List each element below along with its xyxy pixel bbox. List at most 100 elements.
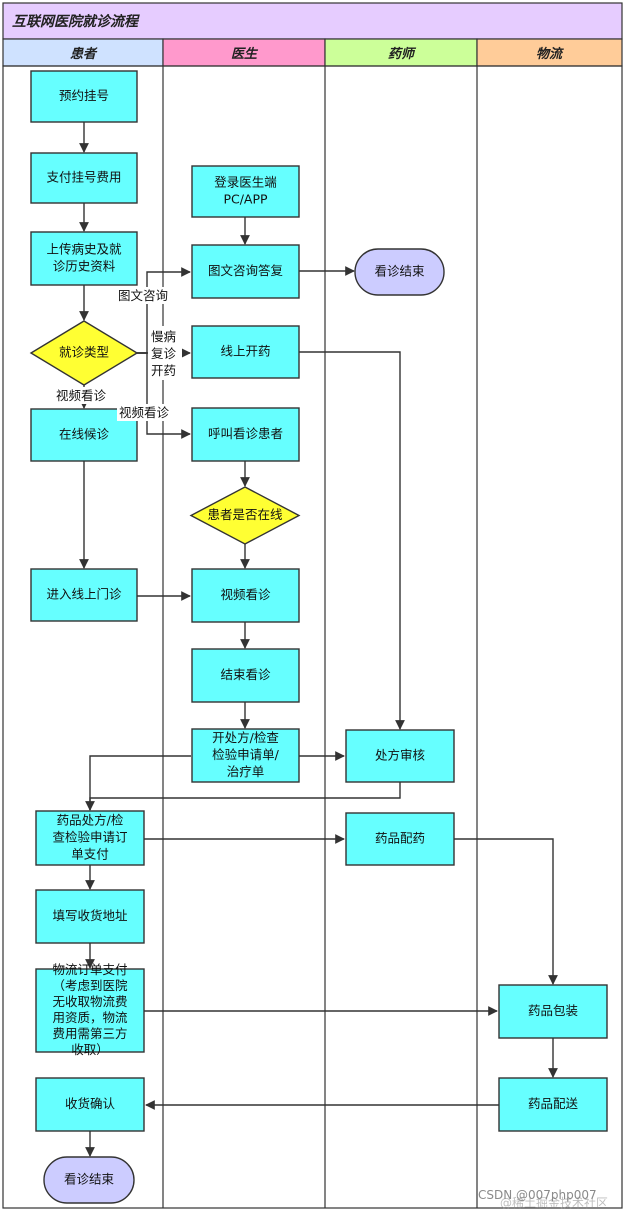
node-label: 物流订单支付	[52, 962, 127, 977]
node-shape-terminal	[43, 1156, 135, 1204]
watermark-secondary: @稀土掘金技术社区	[500, 1195, 608, 1210]
watermark: CSDN @007php007	[478, 1188, 597, 1202]
node-shape-decision	[29, 320, 139, 386]
node-enter-visit: 进入线上门诊	[30, 568, 138, 622]
node-label: 预约挂号	[59, 88, 109, 103]
node-label: 上传病史及就	[46, 242, 122, 257]
node-label: 登录医生端	[214, 175, 277, 190]
node-shape-process	[191, 407, 300, 462]
node-end-patient: 看诊结束	[43, 1156, 135, 1204]
node-label: 药品配药	[375, 831, 425, 846]
node-receipt: 收货确认	[35, 1077, 145, 1132]
diagram-title: 互联网医院就诊流程	[12, 13, 140, 30]
node-label: PC/APP	[223, 192, 268, 207]
node-book: 预约挂号	[30, 70, 138, 123]
node-label: 填写收货地址	[52, 908, 128, 923]
node-shape-process	[30, 70, 138, 123]
node-shape-process	[191, 648, 300, 703]
node-label: 药品配送	[528, 1096, 579, 1111]
node-online-check: 患者是否在线	[189, 486, 301, 545]
node-shape-terminal	[354, 248, 445, 296]
node-label: 处方审核	[375, 748, 426, 763]
node-shape-process	[498, 984, 608, 1039]
node-shape-process	[191, 244, 300, 299]
node-label: 就诊类型	[59, 345, 109, 360]
edge-label-video-1: 视频看诊	[56, 388, 107, 403]
lane-body-frame	[2, 65, 623, 1209]
node-shape-process	[345, 729, 455, 783]
node-shape-process	[35, 810, 145, 866]
title-bar	[2, 2, 623, 40]
node-label: 进入线上门诊	[46, 587, 122, 602]
node-label: 支付挂号费用	[46, 170, 121, 185]
node-prescribe-online: 线上开药	[191, 325, 300, 379]
node-shape-process	[35, 968, 145, 1053]
node-label: 图文咨询答复	[208, 263, 284, 278]
node-address: 填写收货地址	[35, 889, 145, 944]
node-label: 在线候诊	[59, 427, 110, 442]
node-dispense: 药品配药	[345, 812, 455, 866]
node-label: 收取）	[71, 1042, 109, 1057]
edge-label-chronic-2: 复诊	[151, 346, 177, 361]
node-shape-process	[191, 325, 300, 379]
lane-label-doctor: 医生	[231, 46, 259, 62]
edge-label-text-consult: 图文咨询	[118, 288, 168, 303]
node-label: （考虑到医院	[52, 978, 128, 993]
lane-label-patient: 患者	[70, 46, 98, 62]
node-label: 结束看诊	[220, 667, 271, 682]
node-review: 处方审核	[345, 729, 455, 783]
node-label: 线上开药	[220, 344, 270, 359]
node-call-patient: 呼叫看诊患者	[191, 407, 300, 462]
lane-label-pharmacist: 药师	[388, 46, 417, 62]
node-label: 呼叫看诊患者	[208, 426, 283, 441]
edge-prescribe-to-review	[299, 351, 405, 730]
node-label: 看诊结束	[64, 1172, 115, 1187]
node-visit-type: 就诊类型	[29, 320, 139, 386]
node-shape-process	[345, 812, 455, 866]
node-shape-process	[191, 165, 300, 218]
node-shape-process	[498, 1077, 608, 1132]
node-label: 单支付	[71, 847, 109, 862]
node-label: 药品包装	[528, 1003, 578, 1018]
node-label: 查检验申请订	[52, 830, 127, 845]
edge-label-video-2: 视频看诊	[119, 405, 170, 420]
node-label: 无收取物流费	[52, 994, 127, 1009]
node-label: 开处方/检查	[212, 730, 279, 745]
edge-type-to-call	[137, 352, 191, 439]
edge-issue-to-order	[85, 755, 191, 811]
node-shape-process	[35, 889, 145, 944]
node-login: 登录医生端 PC/APP	[191, 165, 300, 218]
node-end-doctor: 看诊结束	[354, 248, 445, 296]
node-shape-process	[191, 728, 300, 783]
node-shape-process	[30, 152, 138, 204]
node-label: 看诊结束	[374, 264, 425, 279]
node-label: 治疗单	[227, 764, 265, 779]
node-label: 诊历史资料	[53, 259, 116, 274]
node-video-visit: 视频看诊	[191, 568, 300, 623]
node-end-visit: 结束看诊	[191, 648, 300, 703]
edge-dispense-to-package	[454, 838, 558, 985]
node-deliver: 药品配送	[498, 1077, 608, 1132]
node-shape-process	[30, 568, 138, 622]
node-label: 用资质，物流	[52, 1010, 128, 1025]
node-label: 药品处方/检	[57, 813, 124, 828]
node-label: 费用需第三方	[52, 1026, 127, 1041]
node-shape-process	[191, 568, 300, 623]
node-label: 患者是否在线	[207, 507, 283, 522]
lane-header-patient	[2, 38, 164, 67]
node-pay-reg: 支付挂号费用	[30, 152, 138, 204]
node-label: 视频看诊	[220, 587, 271, 602]
node-label: 收货确认	[65, 1096, 116, 1111]
edge-label-chronic-1: 慢病	[151, 329, 176, 344]
edge-label-chronic-3: 开药	[151, 363, 176, 378]
node-shape-decision	[189, 486, 301, 545]
lane-label-logistics: 物流	[536, 46, 564, 62]
node-package: 药品包装	[498, 984, 608, 1039]
node-shape-process	[30, 231, 138, 286]
node-label: 检验申请单/	[212, 747, 280, 762]
edge-review-to-order	[89, 782, 401, 810]
